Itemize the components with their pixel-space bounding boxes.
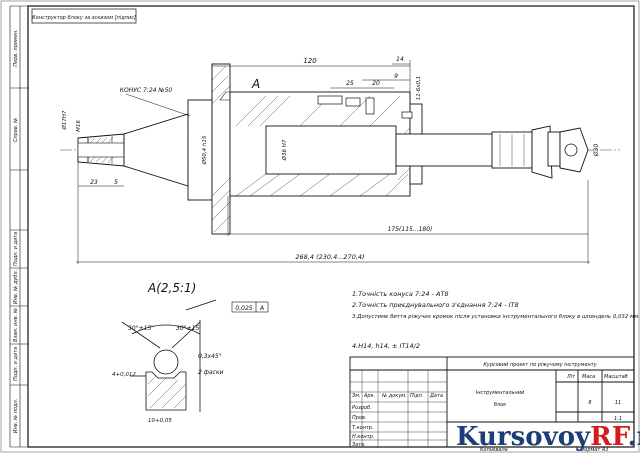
watermark-part-3: .ru xyxy=(628,422,640,452)
side-label-1: Перв. примен. xyxy=(13,29,19,67)
detail-hatch xyxy=(147,375,187,409)
main-view xyxy=(60,63,620,235)
note-3: 3.Допустиме биття ріжучих кромок після у… xyxy=(352,314,640,320)
drawing-frame xyxy=(27,5,635,448)
note-4: 4.Н14, h14, ± IT14/2 xyxy=(352,342,420,350)
tb-row-4: Н.контр. xyxy=(352,434,374,440)
detail-angle-1: 30°±15' xyxy=(128,325,153,332)
dim-5: 5 xyxy=(114,179,118,186)
detail-tol-ref: A xyxy=(259,305,264,312)
tb-row-2: Т.контр. xyxy=(352,425,374,431)
dim-m16: M16 xyxy=(76,120,82,132)
tb-sheets: 11 xyxy=(615,400,621,406)
side-label-7: Инв. № подл. xyxy=(13,399,19,434)
svg-text:KursovoyRF.ru: KursovoyRF.ru xyxy=(456,422,640,452)
tb-col-mass: Маса xyxy=(582,374,595,380)
tb-hdr-4: Дата xyxy=(429,393,443,399)
section-label-a: A xyxy=(251,77,260,91)
tb-footer-right: Формат А3 xyxy=(580,447,608,453)
taper-callout: КОНУС 7:24 №50 xyxy=(120,87,173,94)
tb-row-1: Пров. xyxy=(352,415,367,421)
tb-name-line2: блок xyxy=(494,402,506,408)
detail-angle-2: 30°±15' xyxy=(176,325,201,332)
clamp-screws xyxy=(317,95,413,119)
dim-d-inner: Ø36 H7 xyxy=(281,139,288,161)
tb-scale: 1:1 xyxy=(614,416,622,422)
dim-adjust: 175(115...180) xyxy=(388,226,433,233)
left-binding-strip xyxy=(9,5,28,448)
tool-grooves xyxy=(499,134,525,166)
dim-9: 9 xyxy=(394,73,398,80)
dim-20: 20 xyxy=(372,80,380,87)
dim-d-right: Ø30 xyxy=(593,144,600,158)
detail-dim-left: 4+0,012 xyxy=(112,372,136,378)
tool-shank xyxy=(395,125,589,179)
dim-14: 14 xyxy=(396,56,404,63)
detail-dim-bottom: 10+0,05 xyxy=(148,418,172,424)
tb-sheet-no: 8 xyxy=(588,400,591,406)
side-label-4: Инв. № дубл. xyxy=(13,270,19,304)
title-block: Курсовий проект по ріжучому інструменту … xyxy=(349,356,635,453)
detail-chamfer: 0,3x45° xyxy=(198,353,222,360)
detail-view xyxy=(121,299,217,412)
detail-label: A(2,5:1) xyxy=(147,281,196,295)
side-label-6: Подп. и дата xyxy=(13,347,19,381)
detail-chamfer-2: 2 фаски xyxy=(198,369,223,376)
dim-overall: 268,4 (230,4...270,4) xyxy=(295,253,364,261)
tb-col-lit: Літ xyxy=(566,374,576,380)
note-1: 1.Точність конуса 7:24 - АТ8 xyxy=(352,290,449,298)
tb-row-5: Затв. xyxy=(352,442,366,448)
top-stamp-box xyxy=(31,8,137,24)
side-label-5: Взам. инв. № xyxy=(13,308,19,342)
tb-row-0: Розроб. xyxy=(352,405,372,411)
left-shank-hatch xyxy=(89,136,114,164)
tb-hdr-1: Арк. xyxy=(363,393,375,399)
dim-11: 11-6x0,1 xyxy=(416,76,422,100)
watermark-part-2: RF xyxy=(590,422,631,452)
detail-tolerance-frame xyxy=(231,301,269,313)
side-label-2: Справ. № xyxy=(13,118,19,142)
tb-footer-left: Копіювала xyxy=(480,447,508,453)
side-label-3: Подп. и дата xyxy=(13,232,19,266)
dim-23: 23 xyxy=(90,179,98,186)
dim-25: 25 xyxy=(346,80,354,87)
flange-hatch xyxy=(211,65,231,233)
tb-col-scale: Масштаб xyxy=(604,374,628,380)
dim-120: 120 xyxy=(303,57,317,65)
body-housing xyxy=(229,91,423,197)
dim-d-left: Ø17H7 xyxy=(61,110,68,130)
watermark: KursovoyRF.ru xyxy=(456,422,640,452)
tb-hdr-2: № докум. xyxy=(381,393,407,399)
technical-notes: 1.Точність конуса 7:24 - АТ8 2.Точність … xyxy=(352,290,640,350)
watermark-part-1: Kursovoy xyxy=(456,422,591,452)
detail-tol-value: 0,025 xyxy=(235,305,252,312)
tb-project: Курсовий проект по ріжучому інструменту xyxy=(483,362,597,368)
dimension-lines xyxy=(76,60,590,264)
dim-d-body: Ø50,4 h15 xyxy=(201,135,208,165)
body-hatch xyxy=(235,95,411,197)
top-stamp-text: Конструктор блоку за эскизом [підпис] xyxy=(32,15,136,21)
left-shank xyxy=(77,133,125,167)
tb-name-line1: Інструментальний xyxy=(476,390,525,396)
tb-hdr-3: Підп. xyxy=(410,393,423,399)
tool-head-hole xyxy=(564,143,578,157)
note-2: 2.Точність приєднувального з'єднання 7:2… xyxy=(352,301,519,309)
tb-hdr-0: Зм. xyxy=(352,393,361,399)
taper-cone xyxy=(123,113,189,187)
